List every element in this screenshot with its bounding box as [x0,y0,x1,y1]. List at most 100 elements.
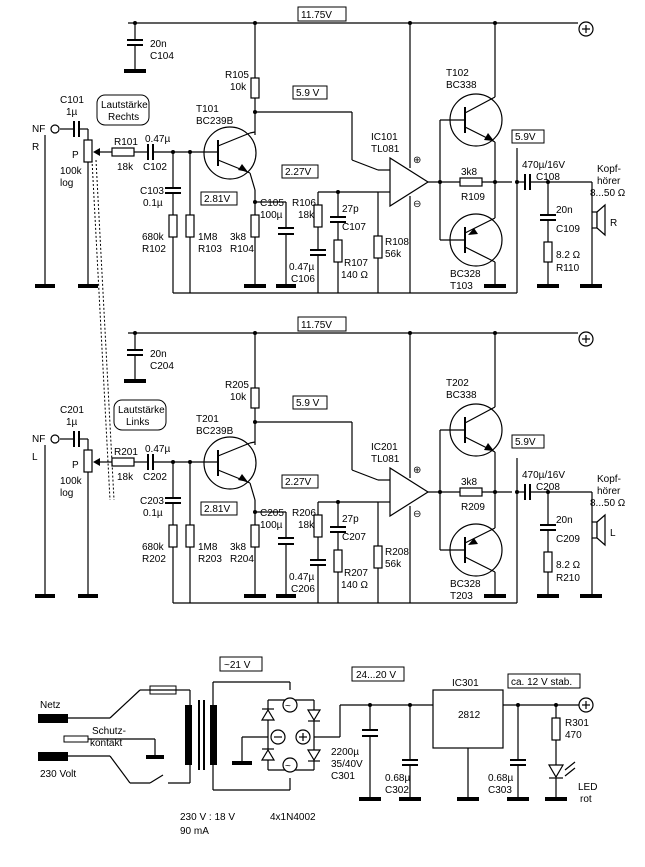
component-label: 680k [142,542,165,553]
component-label: 20n [556,515,573,526]
component-label: NF [32,124,45,135]
component-label: Lautstärke [101,100,148,111]
component-label: C209 [556,534,580,545]
component-label: R202 [142,554,166,565]
component-label: BC328 [450,269,481,280]
channel-right [33,19,607,295]
component-label: ~ [285,761,291,772]
component-label: C202 [143,472,167,483]
component-label: R110 [556,263,580,274]
component-label: C203 [140,496,164,507]
component-label: C106 [291,274,315,285]
component-label: 100k [60,166,83,177]
component-label: 140 Ω [341,580,368,591]
rail-voltage-label: 11.75V [301,10,332,21]
component-label: IC201 [371,442,398,453]
component-label: R [610,218,617,229]
component-label: 1M8 [198,232,218,243]
led-icon [547,764,565,779]
component-label: 0.47µ [145,134,170,145]
component-label: 56k [385,249,402,260]
component-label: C108 [536,172,560,183]
component-label: R209 [461,502,485,513]
component-label: C102 [143,162,167,173]
diode-icon [260,708,276,721]
component-label: 8.2 Ω [556,560,581,571]
component-label: rot [580,794,592,805]
component-label: C103 [140,186,164,197]
component-label: 18k [117,472,134,483]
pot-gang-link [91,159,111,501]
component-label: R102 [142,244,166,255]
component-label: ~21 V [224,660,251,671]
component-label: 0.1µ [143,508,163,519]
component-label: P [72,150,79,161]
component-label: C207 [342,532,366,543]
component-label: R203 [198,554,222,565]
component-label: 8.2 Ω [556,250,581,261]
labels-right: 11.75V 20n C104 Lautstärke Rechts C101 1… [32,6,626,292]
component-label: 100µ [260,210,283,221]
component-label: R210 [556,573,580,584]
component-label: R208 [385,547,409,558]
component-label: log [60,178,73,189]
component-label: 2.81V [204,194,230,205]
regulator-icon [432,689,504,749]
component-label: 2.81V [204,504,230,515]
component-label: C301 [331,771,355,782]
component-label: 470 [565,730,582,741]
component-label: 3k8 [230,232,247,243]
component-label: 18k [298,210,315,221]
component-label: 18k [117,162,134,173]
component-label: BC338 [446,390,477,401]
component-label: ⊖ [413,509,421,520]
component-label: Netz [40,700,61,711]
component-label: R204 [230,554,254,565]
component-label: C109 [556,224,580,235]
component-label: NF [32,434,45,445]
component-label: 3k8 [461,167,478,178]
component-label: T102 [446,68,469,79]
labels-left: 11.75V 20n C204 Lautstärke Links C201 1µ… [32,316,626,602]
component-label: 1µ [66,417,78,428]
component-label: ⊕ [413,465,421,476]
component-label: 56k [385,559,402,570]
component-label: C105 [260,198,284,209]
component-label: 27p [342,204,359,215]
component-label: C302 [385,785,409,796]
component-label: 8...50 Ω [590,188,626,199]
component-label: T202 [446,378,469,389]
component-label: LED [578,782,597,793]
component-label: R108 [385,237,409,248]
component-label: BC239B [196,426,234,437]
component-label: 0.47µ [145,444,170,455]
component-label: 0.68µ [488,773,513,784]
mains-plug-pin-icon [38,714,68,723]
component-label: T103 [450,281,473,292]
component-label: R105 [225,70,249,81]
component-label: 230 V : 18 V [180,812,235,823]
component-label: 5.9 V [296,398,320,409]
component-label: ~ [285,701,291,712]
component-label: C201 [60,405,84,416]
component-label: R109 [461,192,485,203]
component-label: BC338 [446,80,477,91]
component-label: kontakt [90,738,122,749]
component-label: T203 [450,591,473,602]
component-label: 90 mA [180,826,209,837]
component-label: log [60,488,73,499]
component-label: 2.27V [285,167,311,178]
component-label: R104 [230,244,254,255]
component-label: 27p [342,514,359,525]
component-label: 20n [556,205,573,216]
component-label: ⊖ [413,199,421,210]
component-label: 470µ/16V [522,160,565,171]
component-label: 10k [230,82,247,93]
component-label: R103 [198,244,222,255]
component-label: hörer [597,176,621,187]
component-label: 24...20 V [356,670,396,681]
component-label: 2200µ [331,747,359,758]
component-label: IC101 [371,132,398,143]
component-label: 18k [298,520,315,531]
component-label: BC328 [450,579,481,590]
